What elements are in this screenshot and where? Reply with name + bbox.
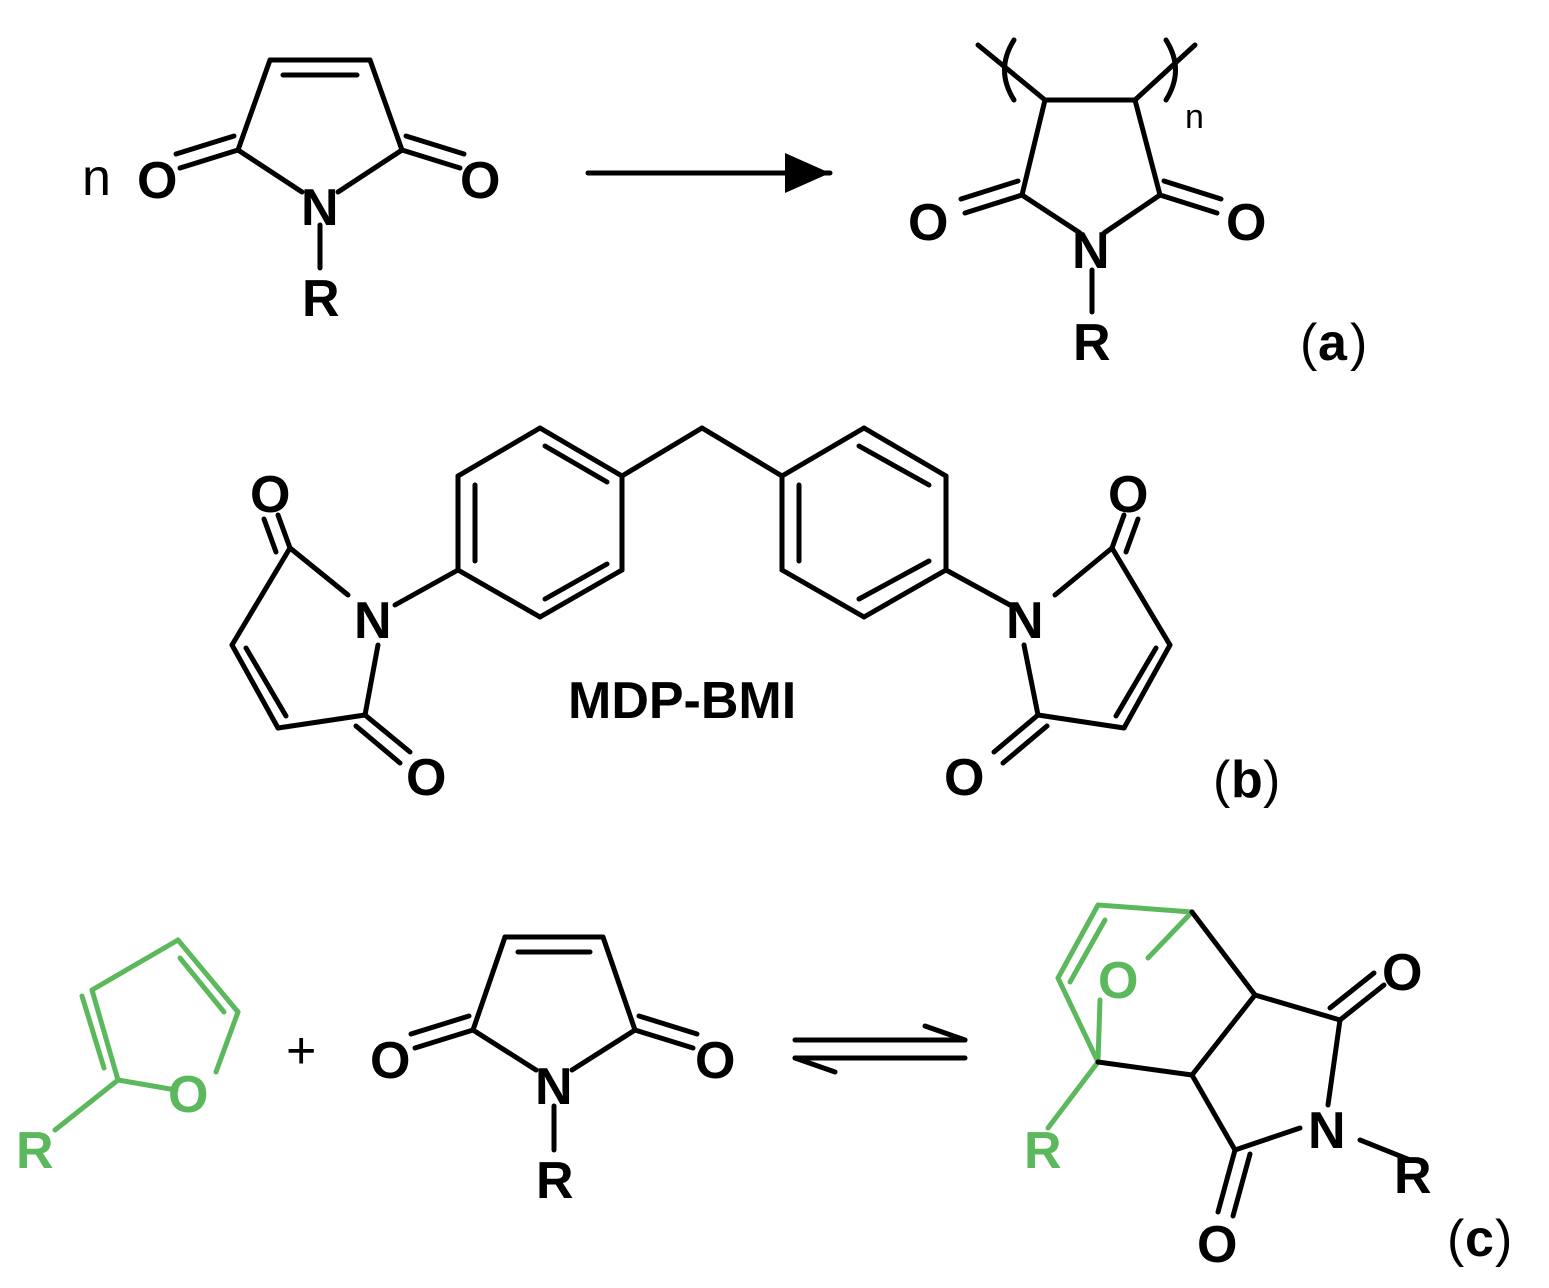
substituent-label: R	[302, 270, 340, 328]
svg-text:(: (	[1213, 751, 1231, 809]
nitrogen-label: N	[1072, 222, 1110, 280]
svg-text:c: c	[1465, 1210, 1494, 1268]
oxygen-label: O	[460, 152, 500, 210]
repeat-n-subscript: n	[1185, 98, 1204, 136]
panel-b: O N O O N O MDP-BMI ( b )	[229, 425, 1280, 809]
nitrogen-label: N	[1308, 1102, 1346, 1160]
substituent-label: R	[1073, 314, 1111, 372]
panel-b-label: ( b )	[1213, 751, 1280, 809]
compound-name: MDP-BMI	[568, 672, 796, 730]
polymaleimide-product: n O O N R	[908, 37, 1266, 372]
maleimide-reactant: O O N R	[370, 934, 735, 1210]
nitrogen-label: N	[1006, 592, 1044, 650]
svg-text:): )	[1263, 751, 1280, 809]
equilibrium-arrows	[792, 1023, 968, 1075]
oxygen-label: O	[695, 1032, 735, 1090]
oxygen-label: O	[944, 749, 984, 807]
repeat-n-label: n	[82, 149, 111, 207]
oxygen-label: O	[168, 1066, 208, 1124]
nitrogen-label: N	[301, 179, 339, 237]
svg-text:b: b	[1231, 751, 1263, 809]
svg-text:a: a	[1318, 314, 1348, 372]
substituent-label: R	[16, 1122, 54, 1180]
substituent-label: R	[1024, 1122, 1062, 1180]
plus-sign: +	[286, 1022, 316, 1080]
panel-a: n O O N R n O O N R	[82, 37, 1367, 372]
nitrogen-label: N	[354, 592, 392, 650]
panel-a-label: ( a )	[1300, 314, 1367, 372]
mdp-bmi-structure: O N O O N O	[229, 425, 1173, 807]
svg-text:): )	[1350, 314, 1367, 372]
maleimide-monomer: n O O N R	[82, 57, 500, 328]
oxygen-label: O	[370, 1032, 410, 1090]
svg-text:): )	[1495, 1210, 1512, 1268]
svg-text:(: (	[1300, 314, 1318, 372]
furan-reactant: O R	[16, 937, 241, 1180]
oxygen-label: O	[406, 749, 446, 807]
bridge-oxygen-label: O	[1098, 952, 1138, 1010]
bracket-right	[1163, 37, 1178, 103]
oxygen-label: O	[1382, 944, 1422, 1002]
oxygen-label: O	[908, 194, 948, 252]
oxygen-label: O	[137, 152, 177, 210]
oxygen-label: O	[1108, 466, 1148, 524]
oxygen-label: O	[250, 466, 290, 524]
panel-c-label: ( c )	[1447, 1210, 1512, 1268]
oxygen-label: O	[1226, 194, 1266, 252]
substituent-label: R	[536, 1152, 574, 1210]
nitrogen-label: N	[535, 1058, 573, 1116]
svg-text:(: (	[1447, 1210, 1465, 1268]
oxygen-label: O	[1197, 1216, 1237, 1274]
substituent-label: R	[1394, 1147, 1432, 1205]
diels-alder-adduct: O R O N R O	[1024, 902, 1432, 1274]
panel-c: O R + O O N R	[16, 902, 1512, 1274]
